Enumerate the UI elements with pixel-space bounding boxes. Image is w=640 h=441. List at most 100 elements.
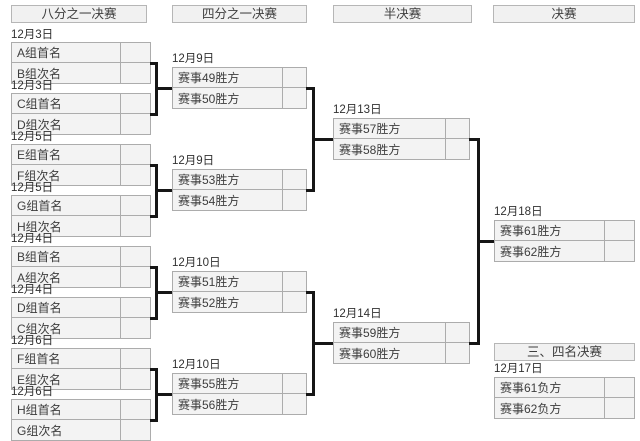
r16-match-4: G组首名 H组次名 [11, 195, 151, 237]
team-name: G组首名 [17, 199, 63, 213]
team-name: 赛事59胜方 [339, 326, 401, 340]
team-name: B组首名 [17, 250, 62, 264]
score-cell [282, 394, 306, 414]
team-name: 赛事50胜方 [178, 91, 240, 106]
team-name: 赛事53胜方 [178, 173, 240, 187]
r16-match-2-date: 12月3日 [11, 80, 54, 92]
r16-match-3-date: 12月5日 [11, 131, 54, 143]
score-cell [282, 190, 306, 210]
score-cell [120, 165, 150, 185]
score-cell [120, 63, 150, 83]
bracket-connector-line [155, 189, 172, 192]
score-cell [120, 369, 150, 389]
score-cell [282, 88, 306, 108]
sf-match-2: 赛事59胜方 赛事60胜方 [333, 322, 470, 364]
team-row: A组首名 [12, 43, 150, 63]
round-header-quarterfinals: 四分之一决赛 [172, 5, 307, 23]
bracket-connector-line [306, 291, 315, 294]
team-row: 赛事54胜方 [173, 190, 306, 210]
bracket-connector-line [150, 419, 155, 422]
round-header-final: 决赛 [493, 5, 635, 23]
team-row: C组次名 [12, 318, 150, 338]
team-name: 赛事56胜方 [178, 397, 240, 412]
sf-match-1: 赛事57胜方 赛事58胜方 [333, 118, 470, 160]
team-name: 赛事60胜方 [339, 346, 401, 361]
team-row: F组首名 [12, 349, 150, 369]
round-header-semifinals: 半决赛 [333, 5, 472, 23]
third-place-match-date: 12月17日 [494, 363, 543, 375]
team-name: 赛事54胜方 [178, 193, 240, 208]
qf-match-3-date: 12月10日 [172, 257, 221, 269]
team-row: A组次名 [12, 267, 150, 287]
team-row: 赛事53胜方 [173, 170, 306, 190]
score-cell [445, 119, 469, 138]
team-row: B组次名 [12, 63, 150, 83]
team-name: B组次名 [17, 66, 62, 81]
team-name: H组首名 [17, 403, 62, 417]
score-cell [120, 400, 150, 419]
team-name: 赛事61胜方 [500, 224, 562, 238]
score-cell [120, 318, 150, 338]
team-row: 赛事56胜方 [173, 394, 306, 414]
bracket-connector-line [469, 138, 480, 141]
team-name: 赛事55胜方 [178, 377, 240, 391]
team-row: 赛事49胜方 [173, 68, 306, 88]
qf-match-1: 赛事49胜方 赛事50胜方 [172, 67, 307, 109]
score-cell [120, 114, 150, 134]
team-name: 赛事58胜方 [339, 142, 401, 157]
bracket-connector-line [155, 291, 172, 294]
team-name: 赛事61负方 [500, 381, 562, 395]
team-row: 赛事51胜方 [173, 272, 306, 292]
score-cell [282, 374, 306, 393]
qf-match-2: 赛事53胜方 赛事54胜方 [172, 169, 307, 211]
team-row: 赛事52胜方 [173, 292, 306, 312]
team-row: 赛事62胜方 [495, 241, 634, 261]
score-cell [120, 298, 150, 317]
qf-match-3: 赛事51胜方 赛事52胜方 [172, 271, 307, 313]
qf-match-4: 赛事55胜方 赛事56胜方 [172, 373, 307, 415]
team-name: C组次名 [17, 321, 62, 336]
r16-match-5-date: 12月4日 [11, 233, 54, 245]
team-name: F组首名 [17, 352, 61, 366]
sf-match-1-date: 12月13日 [333, 104, 382, 116]
team-row: D组次名 [12, 114, 150, 134]
third-place-header: 三、四名决赛 [494, 343, 635, 361]
qf-match-4-date: 12月10日 [172, 359, 221, 371]
team-name: F组次名 [17, 168, 61, 183]
team-name: D组次名 [17, 117, 62, 132]
r16-match-6-date: 12月4日 [11, 284, 54, 296]
team-row: 赛事60胜方 [334, 343, 469, 363]
score-cell [282, 272, 306, 291]
score-cell [120, 196, 150, 215]
team-row: H组次名 [12, 216, 150, 236]
bracket-connector-line [150, 266, 155, 269]
team-row: 赛事59胜方 [334, 323, 469, 343]
score-cell [445, 139, 469, 159]
qf-match-1-date: 12月9日 [172, 53, 215, 65]
bracket-connector-line [150, 368, 155, 371]
team-name: H组次名 [17, 219, 62, 234]
r16-match-1: A组首名 B组次名 [11, 42, 151, 84]
team-row: 赛事62负方 [495, 398, 634, 418]
team-row: 赛事57胜方 [334, 119, 469, 139]
r16-match-3: E组首名 F组次名 [11, 144, 151, 186]
team-row: 赛事61胜方 [495, 221, 634, 241]
final-match: 赛事61胜方 赛事62胜方 [494, 220, 635, 262]
bracket-connector-line [150, 62, 155, 65]
score-cell [120, 145, 150, 164]
team-row: C组首名 [12, 94, 150, 114]
team-row: H组首名 [12, 400, 150, 420]
team-name: 赛事49胜方 [178, 71, 240, 85]
team-name: C组首名 [17, 97, 62, 111]
team-name: 赛事51胜方 [178, 275, 240, 289]
score-cell [282, 170, 306, 189]
r16-match-5: B组首名 A组次名 [11, 246, 151, 288]
score-cell [120, 420, 150, 440]
final-match-date: 12月18日 [494, 206, 543, 218]
r16-match-8: H组首名 G组次名 [11, 399, 151, 441]
team-row: E组首名 [12, 145, 150, 165]
bracket-connector-line [155, 393, 172, 396]
score-cell [282, 292, 306, 312]
score-cell [445, 323, 469, 342]
